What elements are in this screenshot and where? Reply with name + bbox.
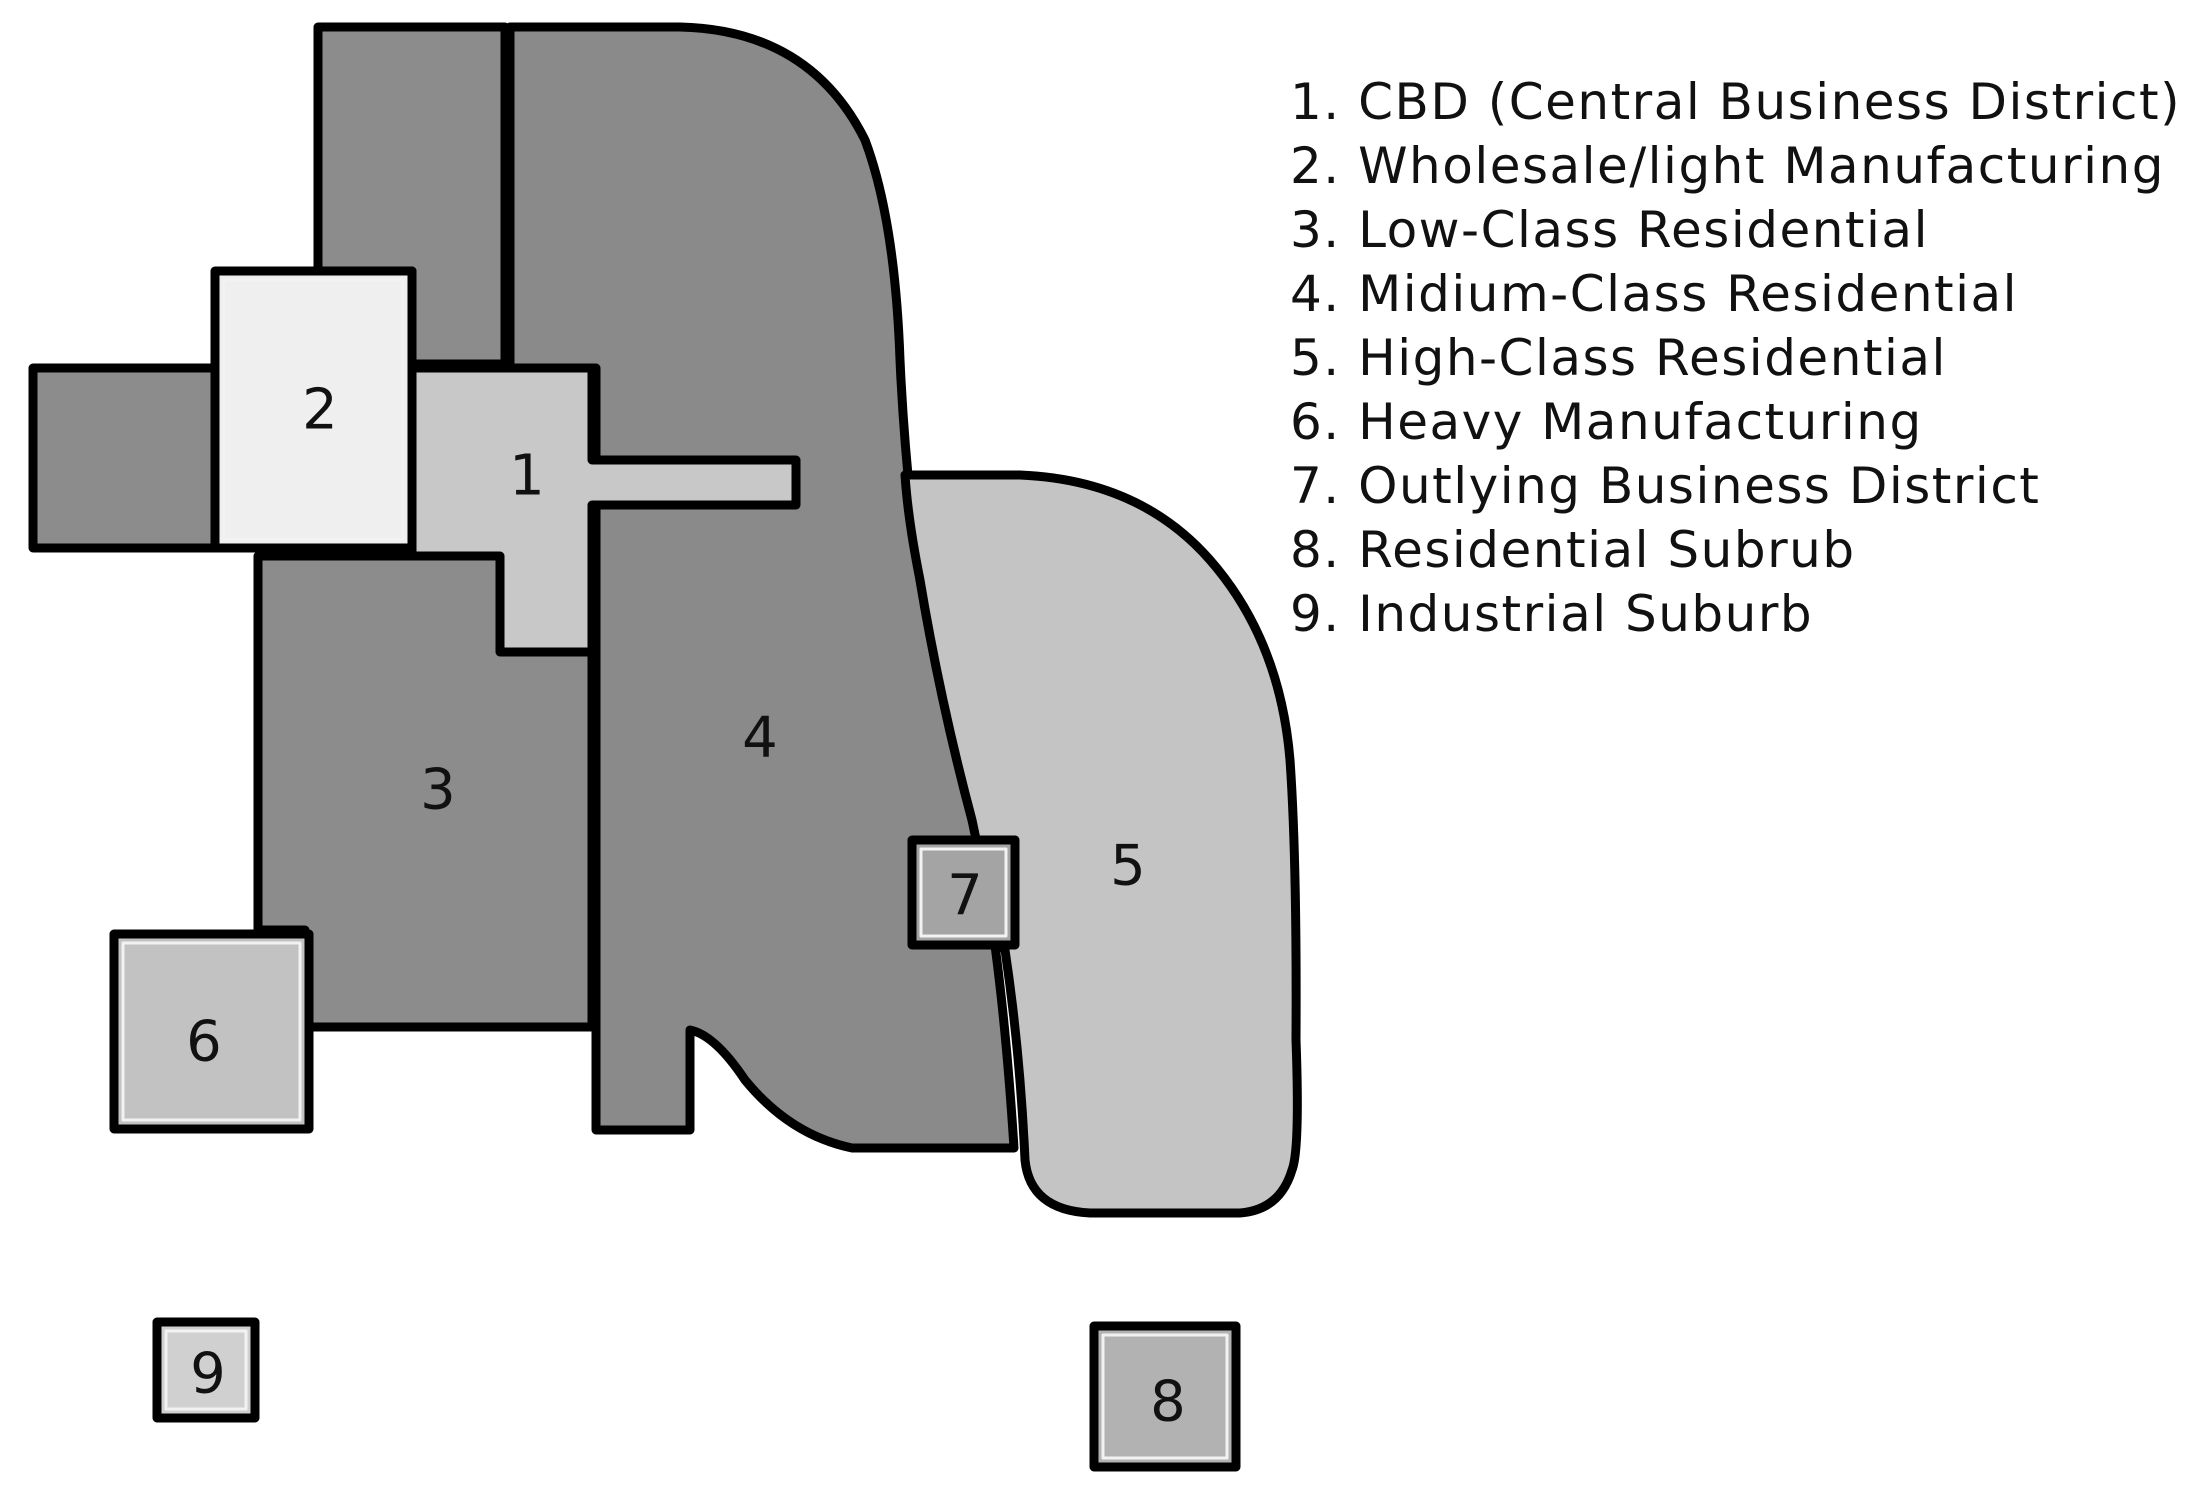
zone-6-region bbox=[109, 929, 314, 1134]
zone-label-1: 1 bbox=[509, 444, 545, 509]
legend-item-9: 9. Industrial Suburb bbox=[1290, 585, 1814, 643]
zone-label-5: 5 bbox=[1110, 834, 1146, 899]
legend-item-4: 4. Midium-Class Residential bbox=[1290, 265, 2019, 323]
zone-8-region bbox=[1089, 1321, 1241, 1472]
legend-item-3: 3. Low-Class Residential bbox=[1290, 201, 1929, 259]
zone-label-2: 2 bbox=[302, 378, 338, 443]
zone-1-region bbox=[407, 363, 801, 657]
legend-item-5: 5. High-Class Residential bbox=[1290, 329, 1947, 387]
legend-item-1: 1. CBD (Central Business District) bbox=[1290, 73, 2182, 131]
zone-highlight-outlines bbox=[121, 278, 1229, 1460]
zone-label-4: 4 bbox=[742, 706, 778, 771]
legend-item-6: 6. Heavy Manufacturing bbox=[1290, 393, 1923, 451]
zone-9-region bbox=[152, 1317, 260, 1423]
zone-7-region bbox=[907, 835, 1020, 950]
legend-item-2: 2. Wholesale/light Manufacturing bbox=[1290, 137, 2165, 195]
zone-3-region bbox=[28, 22, 597, 1032]
zone-label-7: 7 bbox=[947, 864, 983, 929]
zone-label-6: 6 bbox=[186, 1010, 222, 1075]
zone-legend: 1. CBD (Central Business District) 2. Wh… bbox=[1290, 70, 2181, 646]
zone-5-region bbox=[900, 470, 1302, 1218]
zone-label-9: 9 bbox=[190, 1342, 226, 1407]
legend-item-7: 7. Outlying Business District bbox=[1290, 457, 2041, 515]
zone-3-left-block bbox=[28, 363, 220, 553]
zone-label-8: 8 bbox=[1150, 1370, 1186, 1435]
zone-2-region bbox=[210, 266, 417, 553]
legend-item-8: 8. Residential Subrub bbox=[1290, 521, 1856, 579]
zone-label-3: 3 bbox=[420, 758, 456, 823]
